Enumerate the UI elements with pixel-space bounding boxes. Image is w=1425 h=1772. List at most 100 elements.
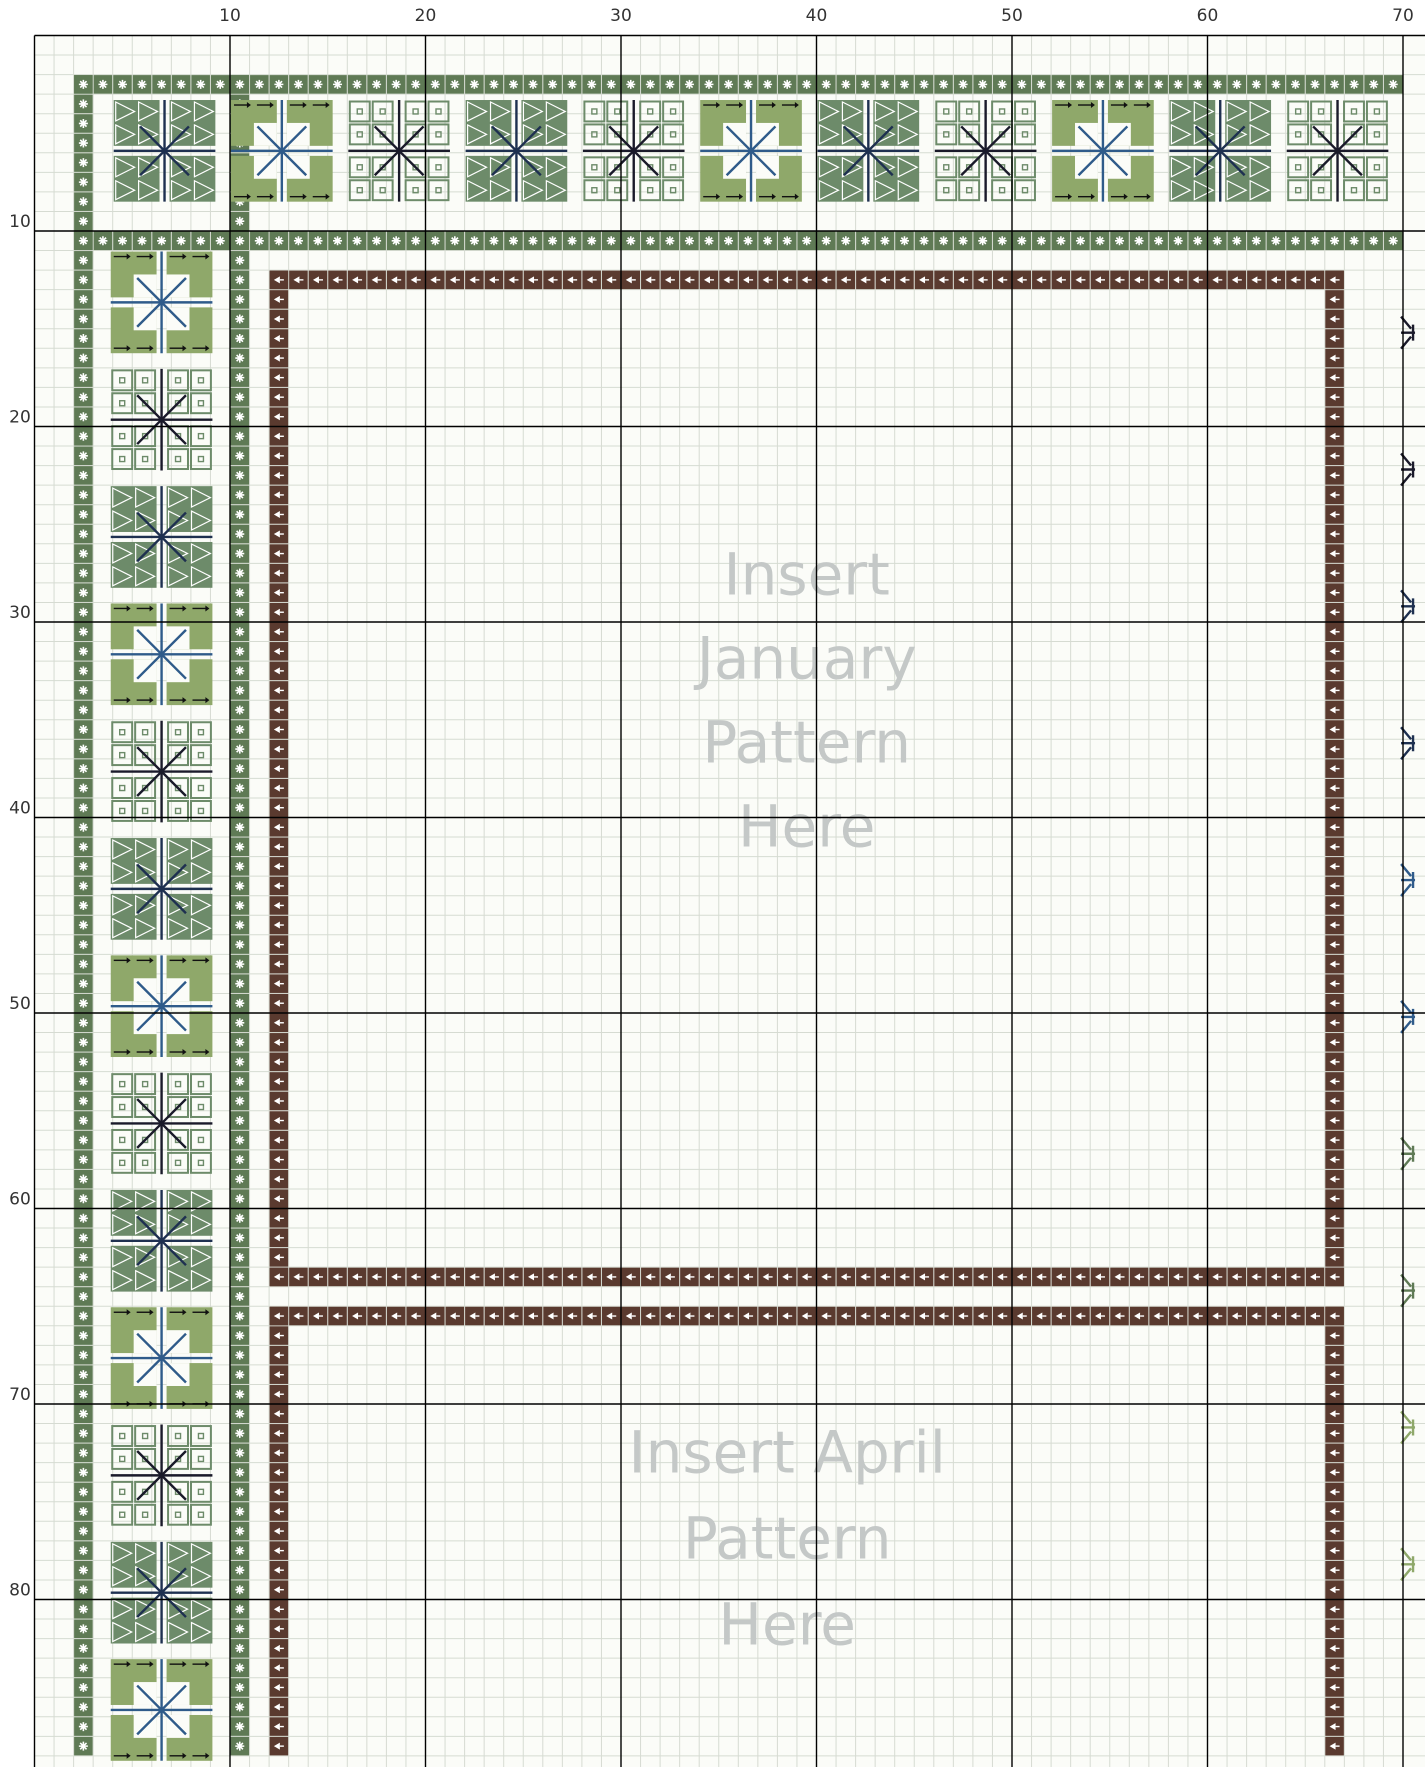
placeholder-line: Here (738, 793, 876, 861)
star-stitch-icon (235, 354, 244, 363)
star-stitch-icon (235, 1507, 244, 1516)
star-stitch-icon (1350, 236, 1359, 245)
placeholder-line: Pattern (702, 709, 911, 777)
star-stitch-icon (235, 1742, 244, 1751)
star-stitch-icon (392, 236, 401, 245)
star-stitch-icon (79, 178, 88, 187)
star-stitch-icon (79, 1703, 88, 1712)
star-stitch-icon (79, 764, 88, 773)
star-stitch-icon (333, 80, 342, 89)
star-stitch-icon (79, 1292, 88, 1301)
star-stitch-icon (79, 1116, 88, 1125)
star-stitch-icon (1095, 80, 1104, 89)
star-stitch-icon (294, 236, 303, 245)
star-stitch-icon (568, 80, 577, 89)
star-stitch-icon (79, 1644, 88, 1653)
star-stitch-icon (79, 80, 88, 89)
star-stitch-icon (509, 236, 518, 245)
star-stitch-icon (177, 236, 186, 245)
star-stitch-icon (79, 666, 88, 675)
x-axis-tick-label: 10 (219, 6, 241, 26)
placeholder-line: January (694, 625, 917, 693)
star-stitch-icon (79, 862, 88, 871)
star-stitch-icon (509, 80, 518, 89)
star-stitch-icon (216, 80, 225, 89)
star-stitch-icon (235, 412, 244, 421)
star-stitch-icon (79, 1742, 88, 1751)
star-stitch-icon (1115, 80, 1124, 89)
star-stitch-icon (235, 1214, 244, 1223)
star-stitch-icon (1389, 80, 1398, 89)
star-stitch-icon (79, 158, 88, 167)
star-stitch-icon (431, 80, 440, 89)
star-stitch-icon (313, 236, 322, 245)
y-axis-tick-label: 10 (9, 212, 31, 232)
star-stitch-icon (313, 80, 322, 89)
star-stitch-icon (353, 236, 362, 245)
star-stitch-icon (235, 510, 244, 519)
star-stitch-icon (235, 256, 244, 265)
star-stitch-icon (79, 1683, 88, 1692)
star-stitch-icon (1252, 236, 1261, 245)
star-stitch-icon (959, 236, 968, 245)
star-stitch-icon (235, 217, 244, 226)
star-stitch-icon (1213, 80, 1222, 89)
star-stitch-icon (235, 451, 244, 460)
star-stitch-icon (79, 1487, 88, 1496)
star-stitch-icon (196, 236, 205, 245)
star-stitch-icon (1311, 236, 1320, 245)
star-stitch-icon (79, 1018, 88, 1027)
star-stitch-icon (235, 334, 244, 343)
star-stitch-icon (235, 275, 244, 284)
placeholder-line: Insert (724, 541, 890, 609)
star-stitch-icon (1213, 236, 1222, 245)
star-stitch-icon (235, 1585, 244, 1594)
star-stitch-icon (1095, 236, 1104, 245)
star-stitch-icon (431, 236, 440, 245)
star-stitch-icon (79, 1214, 88, 1223)
star-stitch-icon (79, 1390, 88, 1399)
star-stitch-icon (79, 1585, 88, 1594)
x-axis-tick-label: 40 (806, 6, 828, 26)
star-stitch-icon (235, 960, 244, 969)
star-stitch-icon (79, 275, 88, 284)
star-stitch-icon (235, 1644, 244, 1653)
star-stitch-icon (1056, 80, 1065, 89)
star-stitch-icon (79, 432, 88, 441)
star-stitch-icon (470, 80, 479, 89)
star-stitch-icon (79, 139, 88, 148)
star-stitch-icon (1252, 80, 1261, 89)
star-stitch-icon (235, 393, 244, 402)
star-stitch-icon (79, 1253, 88, 1262)
star-stitch-icon (79, 1312, 88, 1321)
star-stitch-icon (235, 1448, 244, 1457)
star-stitch-icon (79, 471, 88, 480)
star-stitch-icon (1017, 80, 1026, 89)
star-stitch-icon (196, 80, 205, 89)
star-stitch-icon (235, 1409, 244, 1418)
star-stitch-icon (235, 80, 244, 89)
y-axis-tick-label: 30 (9, 603, 31, 623)
star-stitch-icon (79, 1448, 88, 1457)
star-stitch-icon (235, 432, 244, 441)
star-stitch-icon (216, 236, 225, 245)
star-stitch-icon (235, 569, 244, 578)
star-stitch-icon (1389, 236, 1398, 245)
star-stitch-icon (79, 451, 88, 460)
star-stitch-icon (79, 1546, 88, 1555)
star-stitch-icon (235, 490, 244, 499)
star-stitch-icon (235, 1116, 244, 1125)
star-stitch-icon (255, 80, 264, 89)
star-stitch-icon (235, 1487, 244, 1496)
star-stitch-icon (79, 236, 88, 245)
star-stitch-icon (138, 80, 147, 89)
star-stitch-icon (665, 80, 674, 89)
y-axis-tick-label: 70 (9, 1385, 31, 1405)
star-stitch-icon (79, 217, 88, 226)
star-stitch-icon (79, 510, 88, 519)
star-stitch-icon (1056, 236, 1065, 245)
star-stitch-icon (157, 236, 166, 245)
star-stitch-icon (235, 373, 244, 382)
star-stitch-icon (665, 236, 674, 245)
